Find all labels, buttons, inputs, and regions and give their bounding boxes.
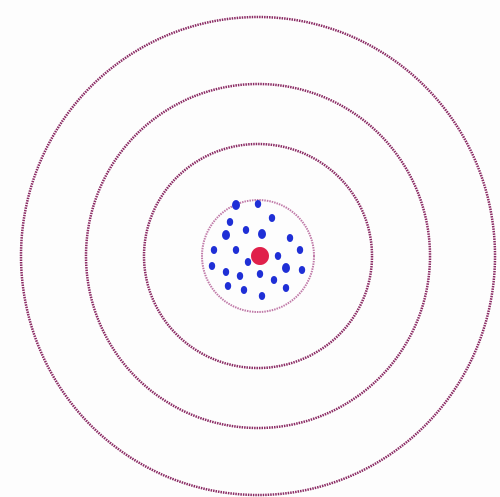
scatter-point bbox=[243, 226, 249, 234]
scatter-point bbox=[255, 200, 261, 208]
center-mark-group bbox=[251, 247, 269, 265]
scatter-point bbox=[299, 266, 305, 274]
scatter-point bbox=[223, 268, 229, 276]
center-mark bbox=[251, 247, 269, 265]
scatter-point bbox=[269, 214, 275, 222]
scatter-point bbox=[287, 234, 293, 242]
scatter-point bbox=[271, 276, 277, 284]
scatter-point bbox=[297, 246, 303, 254]
scatter-point bbox=[259, 292, 265, 300]
scatter-point bbox=[282, 263, 290, 273]
scatter-point bbox=[233, 246, 239, 254]
scatter-point bbox=[222, 230, 230, 240]
scatter-point bbox=[227, 218, 233, 226]
scatter-point bbox=[237, 272, 243, 280]
scatter-point bbox=[209, 262, 215, 270]
scatter-point bbox=[225, 282, 231, 290]
scatter-point bbox=[275, 252, 281, 260]
scatter-point bbox=[283, 284, 289, 292]
scatter-point bbox=[257, 270, 263, 278]
scatter-point bbox=[258, 229, 266, 239]
scatter-point bbox=[211, 246, 217, 254]
scatter-point bbox=[241, 286, 247, 294]
scatter-point bbox=[245, 258, 251, 266]
scatter-point bbox=[232, 200, 240, 210]
